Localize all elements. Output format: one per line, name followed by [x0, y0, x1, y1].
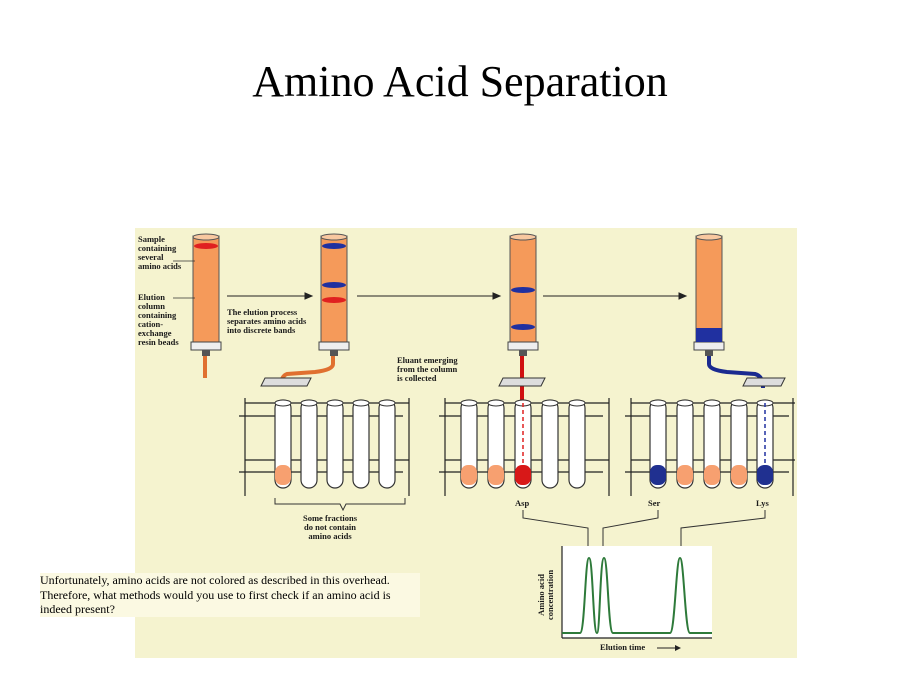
chromatogram-x-label: Elution time: [600, 642, 646, 652]
label-asp: Asp: [515, 498, 530, 508]
discussion-note: Unfortunately, amino acids are not color…: [40, 573, 420, 617]
process-arrows: [227, 292, 688, 300]
label-leaders: [173, 260, 195, 299]
column-4: [693, 233, 765, 389]
label-ser: Ser: [648, 498, 661, 508]
rack-1: [239, 398, 410, 496]
fractions-bracket: [274, 498, 406, 512]
label-eluant: Eluant emerging from the column is colle…: [397, 355, 458, 383]
label-lys: Lys: [756, 498, 769, 508]
label-sample: Sample containing several amino acids: [138, 234, 182, 271]
label-elution-process: The elution process separates amino acid…: [227, 307, 307, 335]
column-1: [190, 233, 222, 378]
figure-drawing: [173, 233, 795, 651]
peak-leaders: [522, 510, 766, 546]
label-column: Elution column containing cation- exchan…: [138, 292, 179, 347]
slide-title: Amino Acid Separation: [252, 57, 668, 106]
label-fractions: Some fractions do not contain amino acid…: [303, 513, 358, 541]
funnel-plates: [260, 377, 786, 387]
chromatogram: [561, 546, 712, 651]
rack-2: [439, 398, 610, 496]
chromatogram-y-label: Amino acid concentration: [536, 569, 555, 620]
rack-3: [625, 398, 795, 496]
